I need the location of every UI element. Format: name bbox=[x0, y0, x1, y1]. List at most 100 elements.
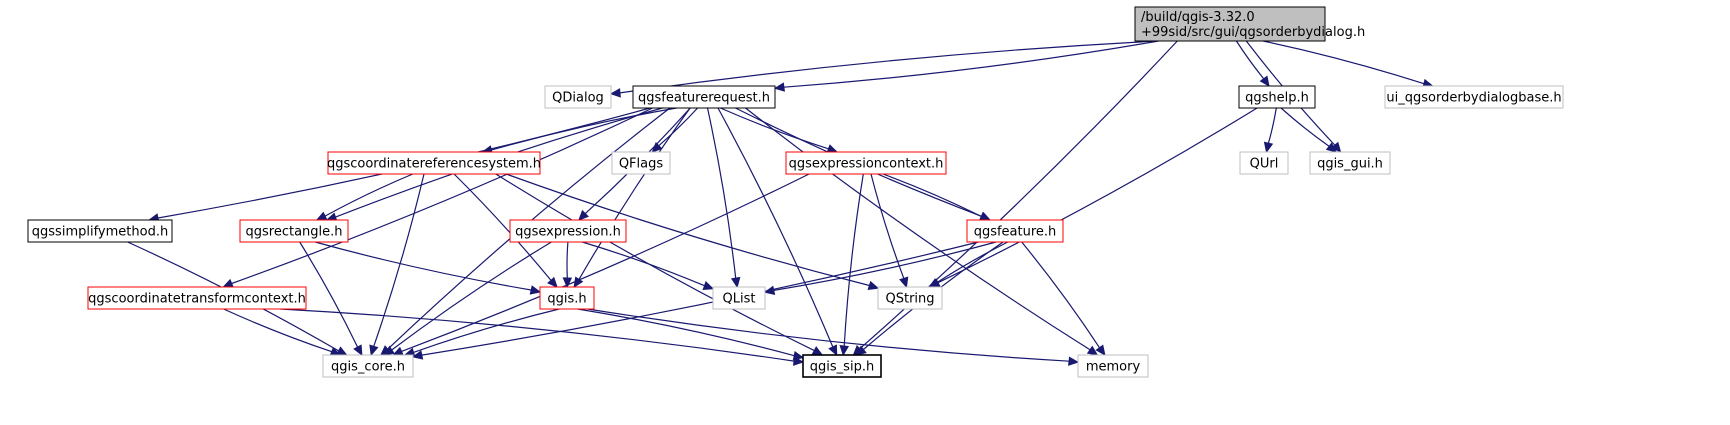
node-qurl[interactable]: QUrl bbox=[1239, 151, 1289, 175]
node-label-qflags-line-0: QFlags bbox=[619, 157, 664, 172]
node-label-root-line-1: +99sid/src/gui/qgsorderbydialog.h bbox=[1141, 25, 1365, 40]
arrowhead-qgscoordinatereferencesystem-to-qstring bbox=[867, 280, 880, 290]
arrowhead-qgsexpressioncontext-to-qstring bbox=[899, 276, 909, 289]
node-label-qlist-line-0: QList bbox=[723, 292, 756, 307]
node-label-qgscoordinatetransformcontext-line-0: qgscoordinatetransformcontext.h bbox=[88, 292, 306, 307]
node-box-qurl bbox=[1239, 151, 1289, 175]
node-box-qgssimplifymethod bbox=[27, 219, 173, 243]
edge-root-to-qdialog bbox=[619, 40, 1158, 94]
node-qgsrectangle[interactable]: qgsrectangle.h bbox=[239, 219, 349, 243]
node-label-qgis_sip-line-0: qgis_sip.h bbox=[810, 360, 874, 375]
node-qgshelp[interactable]: qgshelp.h bbox=[1238, 85, 1316, 109]
node-box-qgis_sip bbox=[802, 354, 882, 378]
edge-qgsexpressioncontext-to-qgis_core bbox=[401, 173, 810, 352]
node-box-ui_qgsorderbydialogbase bbox=[1384, 85, 1564, 109]
arrowhead-root-to-qdialog bbox=[609, 88, 621, 98]
edge-qgsexpressioncontext-to-qstring bbox=[870, 173, 905, 279]
edge-qgsfeature-to-qstring bbox=[936, 241, 1009, 284]
node-qgis_sip[interactable]: qgis_sip.h bbox=[802, 354, 882, 378]
edge-qgsfeaturerequest-to-qgscoordinatetransformcontext bbox=[231, 107, 653, 285]
arrowhead-qgsfeaturerequest-to-qlist bbox=[730, 276, 741, 289]
node-qgsfeaturerequest[interactable]: qgsfeaturerequest.h bbox=[632, 85, 776, 109]
edge-qgsfeaturerequest-to-qgis_sip bbox=[717, 107, 834, 348]
arrowhead-qgsfeaturerequest-to-qgscoordinatetransformcontext bbox=[222, 278, 234, 288]
edge-qgsfeaturerequest-to-qlist bbox=[706, 107, 737, 279]
arrowhead-qgsexpression-to-qlist bbox=[702, 281, 715, 291]
arrowhead-qgsexpressioncontext-to-qgis_sip bbox=[839, 345, 850, 357]
arrowhead-qgsfeature-to-qstring bbox=[928, 278, 940, 288]
edge-qgscoordinatereferencesystem-to-qgis bbox=[453, 173, 552, 281]
node-qstring[interactable]: QString bbox=[877, 286, 943, 310]
node-box-qgis_gui bbox=[1309, 151, 1391, 175]
node-box-qstring bbox=[877, 286, 943, 310]
node-label-memory-line-0: memory bbox=[1086, 360, 1141, 375]
node-memory[interactable]: memory bbox=[1077, 354, 1149, 378]
edge-qgsrectangle-to-qgis_core bbox=[299, 241, 359, 348]
node-box-qdialog bbox=[544, 85, 612, 109]
node-box-qgsexpressioncontext bbox=[785, 151, 947, 175]
node-box-qgscoordinatetransformcontext bbox=[87, 286, 307, 310]
node-qgscoordinatetransformcontext[interactable]: qgscoordinatetransformcontext.h bbox=[87, 286, 307, 310]
node-box-qgscoordinatereferencesystem bbox=[327, 151, 541, 175]
arrowhead-root-to-qgshelp bbox=[1259, 75, 1270, 87]
node-label-qgsfeature-line-0: qgsfeature.h bbox=[974, 225, 1057, 240]
node-box-root bbox=[1134, 6, 1326, 42]
arrowhead-qgsfeature-to-memory bbox=[1095, 344, 1106, 356]
node-qgssimplifymethod[interactable]: qgssimplifymethod.h bbox=[27, 219, 173, 243]
arrowhead-qgsexpression-to-qgis_core bbox=[383, 345, 395, 356]
edge-qgsfeaturerequest-to-qflags bbox=[658, 107, 699, 147]
arrowhead-qgscoordinatereferencesystem-to-qgis bbox=[547, 276, 558, 288]
edge-qgshelp-to-qstring bbox=[937, 107, 1258, 284]
node-label-qgshelp-line-0: qgshelp.h bbox=[1245, 91, 1309, 106]
edge-qgscoordinatetransformcontext-to-qgis_core bbox=[223, 308, 332, 353]
node-box-qgsrectangle bbox=[239, 219, 349, 243]
node-box-qgsfeature bbox=[966, 219, 1064, 243]
node-qgis[interactable]: qgis.h bbox=[539, 286, 595, 310]
edge-qgshelp-to-qurl bbox=[1267, 107, 1277, 144]
node-root[interactable]: /build/qgis-3.32.0+99sid/src/gui/qgsorde… bbox=[1134, 6, 1365, 42]
edge-qgis-to-memory bbox=[587, 308, 1070, 362]
arrowhead-root-to-qgis_gui bbox=[1330, 141, 1342, 153]
node-qgis_gui[interactable]: qgis_gui.h bbox=[1309, 151, 1391, 175]
node-box-qflags bbox=[611, 151, 671, 175]
node-qgis_core[interactable]: qgis_core.h bbox=[322, 354, 414, 378]
arrowhead-qgshelp-to-qurl bbox=[1263, 141, 1274, 154]
node-label-qgsfeaturerequest-line-0: qgsfeaturerequest.h bbox=[638, 91, 770, 106]
node-label-qgsexpressioncontext-line-0: qgsexpressioncontext.h bbox=[789, 157, 944, 172]
arrowhead-qgis-to-memory bbox=[1068, 356, 1080, 366]
node-qflags[interactable]: QFlags bbox=[611, 151, 671, 175]
arrowhead-qgsfeaturerequest-to-qgsexpression bbox=[578, 209, 590, 221]
arrowhead-qgsfeature-to-qgis_sip bbox=[855, 345, 867, 356]
edge-qgsfeature-to-memory bbox=[1021, 241, 1101, 349]
node-label-qgsexpression-line-0: qgsexpression.h bbox=[515, 225, 621, 240]
edge-qgsexpressioncontext-to-qgis_sip bbox=[843, 173, 864, 347]
node-qgscoordinatereferencesystem[interactable]: qgscoordinatereferencesystem.h bbox=[327, 151, 541, 175]
node-qlist[interactable]: QList bbox=[712, 286, 766, 310]
arrowhead-qgscoordinatereferencesystem-to-qgis_sip bbox=[811, 346, 824, 356]
edge-qgsrectangle-to-qgis bbox=[314, 241, 532, 291]
node-qdialog[interactable]: QDialog bbox=[544, 85, 612, 109]
node-qgsexpressioncontext[interactable]: qgsexpressioncontext.h bbox=[785, 151, 947, 175]
node-qgsexpression[interactable]: qgsexpression.h bbox=[509, 219, 627, 243]
arrowhead-qgscoordinatereferencesystem-to-qgis_core bbox=[369, 344, 379, 357]
node-box-qgsfeaturerequest bbox=[632, 85, 776, 109]
arrowhead-qgshelp-to-qgis_gui bbox=[1325, 142, 1338, 153]
arrowhead-qgis-to-qgis_sip bbox=[792, 350, 805, 361]
node-box-qgsexpression bbox=[509, 219, 627, 243]
node-label-qgsrectangle-line-0: qgsrectangle.h bbox=[245, 225, 342, 240]
arrowhead-qgsfeature-to-qgis_core bbox=[411, 350, 424, 360]
node-label-qgis_gui-line-0: qgis_gui.h bbox=[1317, 157, 1383, 172]
arrowhead-root-to-qgsfeaturerequest bbox=[773, 82, 785, 92]
edges-layer bbox=[127, 40, 1434, 366]
node-qgsfeature[interactable]: qgsfeature.h bbox=[966, 219, 1064, 243]
node-ui_qgsorderbydialogbase[interactable]: ui_qgsorderbydialogbase.h bbox=[1384, 85, 1564, 109]
arrowhead-qgsexpression-to-qgis bbox=[562, 277, 573, 289]
edge-qgsexpressioncontext-to-qgsfeature bbox=[882, 173, 982, 217]
edge-qgscoordinatetransformcontext-to-qgis_sip bbox=[279, 308, 795, 362]
edge-qgsexpression-to-qlist bbox=[582, 241, 705, 287]
arrowhead-qgsrectangle-to-qgis bbox=[529, 285, 542, 295]
edge-root-to-qgshelp bbox=[1235, 40, 1265, 80]
arrowhead-qgsfeaturerequest-to-memory bbox=[1086, 345, 1099, 356]
nodes-layer: /build/qgis-3.32.0+99sid/src/gui/qgsorde… bbox=[27, 6, 1564, 378]
edge-qgsexpression-to-qgis_core bbox=[391, 241, 552, 351]
